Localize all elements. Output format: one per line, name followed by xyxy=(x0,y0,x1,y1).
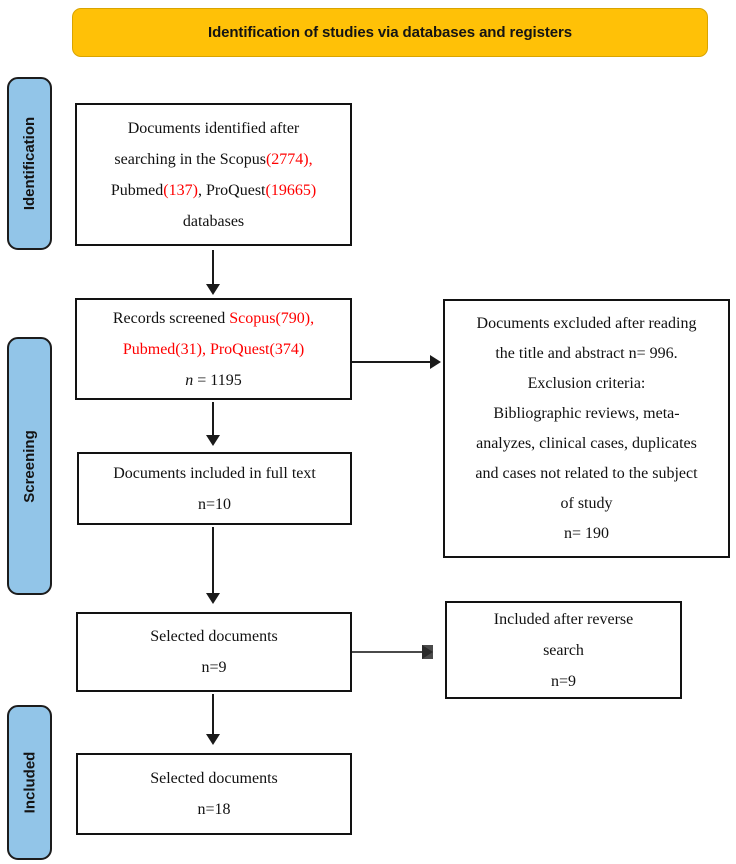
arrow-down-icon-identified-to-screened xyxy=(206,284,220,295)
stage-rail-included: Included xyxy=(7,705,52,860)
box-documents-full-text-line-1: Documents included in full text xyxy=(113,464,316,482)
box-documents-identified-line-2: searching in the Scopus(2774), xyxy=(114,144,312,175)
box-documents-identified-line-3: Pubmed(137), ProQuest(19665) xyxy=(111,175,316,206)
box-documents-full-text-count: n=10 xyxy=(197,495,232,513)
box-included-reverse-search-count: n=9 xyxy=(550,672,577,690)
arrow-down-icon-fulltext-to-selected9 xyxy=(206,593,220,604)
arrow-right-icon-screened-to-excluded xyxy=(430,355,441,369)
box-records-screened-line-2: Pubmed(31), ProQuest(374) xyxy=(122,340,305,358)
records-screened-label: Records screened xyxy=(112,309,230,327)
box-documents-excluded-line-4: Bibliographic reviews, meta- xyxy=(493,404,680,422)
n-symbol: n xyxy=(185,371,194,389)
arrow-right-icon-selected9-to-reverse xyxy=(422,645,433,659)
box-documents-excluded-line-2: the title and abstract n= 996. xyxy=(495,344,678,362)
box-included-reverse-search: Included after reverse search n=9 xyxy=(445,601,682,699)
box-documents-identified: Documents identified after searching in … xyxy=(75,103,352,246)
connector-selected9-to-reverse xyxy=(352,651,424,653)
box-documents-identified-line-4: databases xyxy=(182,212,245,230)
pubmed-count: (137) xyxy=(163,181,198,199)
connector-screened-to-excluded xyxy=(352,361,432,363)
box-documents-excluded-count: n= 190 xyxy=(563,524,610,542)
connector-selected9-to-selected18 xyxy=(212,694,214,736)
connector-identified-to-screened xyxy=(212,250,214,286)
box-documents-identified-line-1: Documents identified after xyxy=(127,119,300,137)
stage-rail-included-label: Included xyxy=(21,751,39,814)
stage-rail-identification: Identification xyxy=(7,77,52,250)
n-value: = 1195 xyxy=(193,371,242,389)
box-selected-documents-9-line-1: Selected documents xyxy=(150,628,278,645)
scopus-label: searching in the Scopus xyxy=(114,150,266,168)
diagram-header-banner: Identification of studies via databases … xyxy=(72,8,708,57)
box-selected-documents-18-count: n=18 xyxy=(197,801,231,818)
box-records-screened-line-1: Records screened Scopus(790), xyxy=(113,303,314,334)
box-documents-excluded-line-6: and cases not related to the subject xyxy=(475,464,698,482)
box-selected-documents-9-count: n=9 xyxy=(201,659,227,676)
scopus-count: (2774), xyxy=(265,150,313,168)
stage-rail-screening-label: Screening xyxy=(21,429,38,503)
box-documents-excluded-line-3: Exclusion criteria: xyxy=(527,374,646,392)
arrow-down-icon-selected9-to-selected18 xyxy=(206,734,220,745)
proquest-count: (19665) xyxy=(265,181,317,199)
box-selected-documents-18-line-1: Selected documents xyxy=(150,770,278,787)
diagram-header-label: Identification of studies via databases … xyxy=(208,24,572,41)
box-documents-excluded-line-1: Documents excluded after reading xyxy=(476,314,697,332)
connector-screened-to-fulltext xyxy=(212,402,214,437)
connector-fulltext-to-selected9 xyxy=(212,527,214,595)
box-selected-documents-9: Selected documents n=9 xyxy=(76,612,352,692)
box-documents-excluded-line-7: of study xyxy=(560,494,613,512)
stage-rail-identification-label: Identification xyxy=(21,116,38,211)
stage-rail-screening: Screening xyxy=(7,337,52,595)
box-records-screened-total: n = 1195 xyxy=(185,365,241,396)
box-selected-documents-18: Selected documents n=18 xyxy=(76,753,352,835)
box-records-screened: Records screened Scopus(790), Pubmed(31)… xyxy=(75,298,352,400)
pubmed-label: Pubmed xyxy=(110,181,164,199)
box-documents-excluded: Documents excluded after reading the tit… xyxy=(443,299,730,558)
box-documents-excluded-line-5: analyzes, clinical cases, duplicates xyxy=(476,434,697,452)
box-documents-full-text: Documents included in full text n=10 xyxy=(77,452,352,525)
box-included-reverse-search-line-2: search xyxy=(543,641,584,659)
arrow-down-icon-screened-to-fulltext xyxy=(206,435,220,446)
box-included-reverse-search-line-1: Included after reverse xyxy=(493,610,634,628)
screened-scopus-count: Scopus(790), xyxy=(229,309,315,327)
proquest-label: ProQuest xyxy=(205,181,266,199)
line3-separator: , xyxy=(197,181,206,199)
